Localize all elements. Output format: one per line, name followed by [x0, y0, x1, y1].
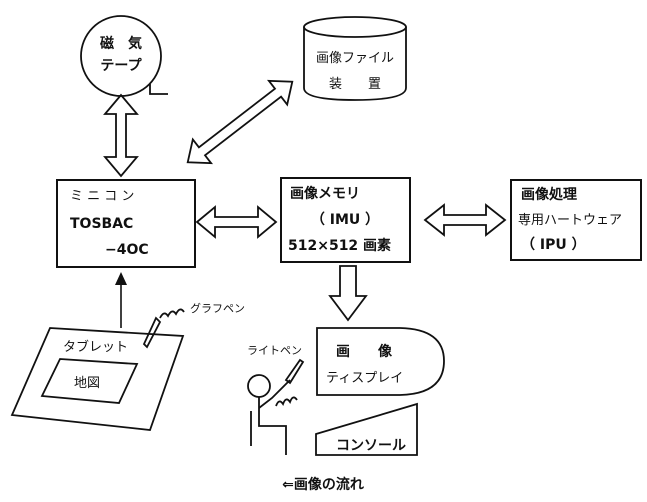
ipu-label-1: 画像処理 [521, 186, 577, 203]
graph-pen-label: グラフペン [190, 301, 245, 315]
ipu-node: 画像処理 専用ハートウェア （ IPU ） [510, 179, 642, 261]
magnetic-tape-label-1: 磁 気 [100, 35, 142, 52]
image-memory-node: 画像メモリ （ IMU ） 512×512 画素 [280, 177, 411, 263]
console-outline [315, 402, 418, 456]
arrow-tablet-minicomputer [115, 272, 127, 328]
image-memory-box [280, 177, 411, 263]
minicomputer-label-1: ミ ニ コ ン [70, 189, 134, 204]
magnetic-tape-node: 磁 気 テープ [80, 15, 168, 97]
magnetic-tape-label-2: テープ [100, 58, 142, 74]
arrow-minicomputer-file [186, 79, 294, 165]
minicomputer-label-3: −4OC [105, 242, 149, 258]
pen-cord [159, 308, 185, 319]
operator-arm [258, 379, 291, 409]
image-memory-label-1: 画像メモリ [290, 185, 360, 202]
arrow-memory-ipu [423, 203, 507, 237]
console-node: コンソール [315, 402, 418, 456]
tape-tail [149, 84, 168, 95]
map-outline [40, 358, 139, 404]
minicomputer-box [56, 179, 196, 268]
display-node: 画 像 ティスプレイ [316, 327, 445, 396]
graph-pen-icon [142, 316, 162, 349]
display-label-2: ティスプレイ [326, 371, 403, 386]
arrow-tape-minicomputer [103, 93, 139, 178]
image-file-node: 画像ファイル 装 置 [303, 16, 407, 101]
display-outline [316, 327, 445, 396]
minicomputer-label-2: TOSBAC [70, 216, 133, 232]
arrow-minicomputer-memory [195, 205, 278, 239]
operator-icon [247, 358, 305, 455]
ipu-label-2: 専用ハートウェア [518, 213, 622, 228]
magnetic-tape-reel [80, 15, 162, 97]
tablet-label: タブレット [63, 339, 128, 355]
minicomputer-node: ミ ニ コ ン TOSBAC −4OC [56, 179, 196, 268]
light-pen-cord [275, 396, 298, 407]
image-memory-label-2: （ IMU ） [311, 212, 379, 228]
map-label: 地図 [74, 376, 100, 391]
ipu-label-3: （ IPU ） [521, 237, 586, 253]
light-pen-icon [284, 358, 305, 385]
ipu-box [510, 179, 642, 261]
operator-body [258, 397, 287, 455]
cylinder-body [303, 27, 407, 101]
arrow-memory-display [328, 265, 368, 322]
tablet-outline [10, 327, 185, 431]
display-label-1: 画 像 [336, 343, 393, 360]
console-label: コンソール [336, 438, 406, 454]
legend-image-flow: ⇐画像の流れ [282, 476, 364, 493]
image-memory-label-3: 512×512 画素 [288, 237, 391, 254]
image-file-label-1: 画像ファイル [316, 51, 394, 66]
operator-head [247, 374, 271, 398]
cylinder-top [303, 16, 407, 38]
graph-pen-node: グラフペン [142, 301, 245, 349]
tablet-node: タブレット 地図 [10, 327, 185, 431]
light-pen-label: ライトペン [247, 344, 302, 357]
image-file-label-2: 装 置 [329, 77, 381, 92]
